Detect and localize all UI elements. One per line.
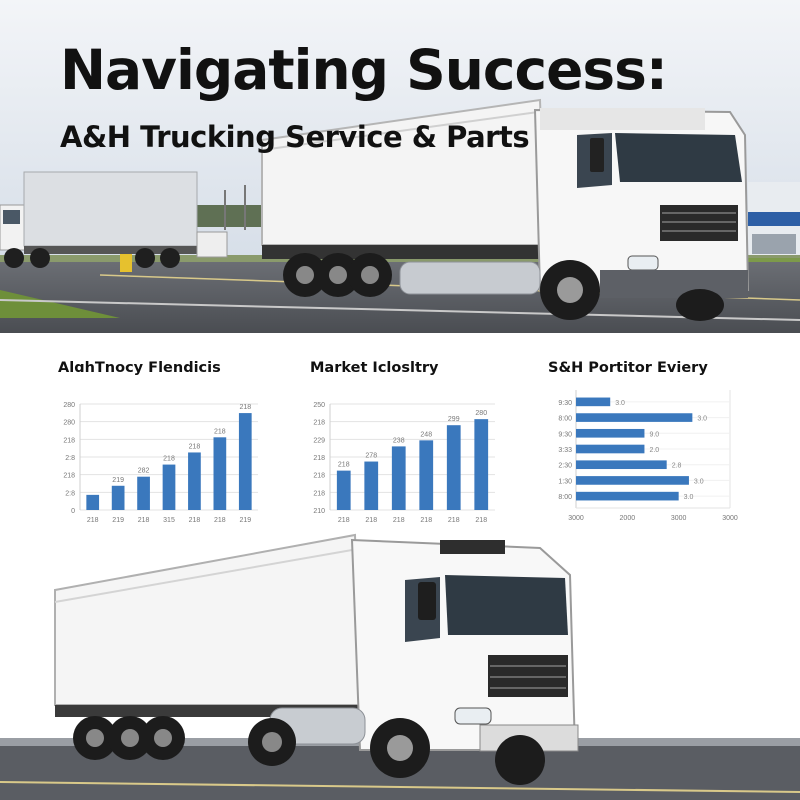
data-label: 248 xyxy=(420,431,432,438)
bar xyxy=(446,425,461,510)
y-tick-label: 218 xyxy=(313,455,325,462)
x-tick-label: 218 xyxy=(87,517,99,524)
data-label: 219 xyxy=(112,477,124,484)
bar xyxy=(419,440,434,510)
y-tick-label: 2:8 xyxy=(65,455,75,462)
x-tick-label: 3000 xyxy=(568,515,584,522)
bar xyxy=(238,413,252,510)
bar xyxy=(576,413,693,422)
bar xyxy=(86,494,100,510)
data-label: 2.0 xyxy=(649,447,659,454)
x-tick-label: 219 xyxy=(112,517,124,524)
data-label: 278 xyxy=(365,453,377,460)
background-truck xyxy=(0,171,228,272)
bar xyxy=(391,446,406,510)
y-tick-label: 218 xyxy=(63,473,75,480)
main-truck-bottom xyxy=(54,533,579,785)
chart-title: S&H Portitor Eviery xyxy=(548,360,708,376)
data-label: 3.0 xyxy=(694,478,704,485)
y-tick-label: 218 xyxy=(313,473,325,480)
horizontal-bar-chart: 9:30 3.0 8:00 3.0 9:30 9.0 3:33 2.0 2:30 2.8 1:30 3… xyxy=(558,390,738,522)
chart-title: Market Iclosltry xyxy=(310,360,439,376)
data-label: 3.0 xyxy=(615,400,625,407)
y-tick-label: 218 xyxy=(63,437,75,444)
y-tick-label: 218 xyxy=(313,490,325,497)
bar-chart: 210 218 218 218 229 218 250 218 218 278 218 238 218 2… xyxy=(313,402,495,524)
bar xyxy=(162,464,176,510)
x-tick-label: 218 xyxy=(420,517,432,524)
x-tick-label: 315 xyxy=(163,517,175,524)
bar xyxy=(576,491,679,501)
chart-portfolio: S&H Portitor Eviery 9:30 3.0 8:00 3.0 9:30 9.… xyxy=(548,360,738,522)
y-tick-label: 250 xyxy=(313,402,325,409)
y-tick-label: 1:30 xyxy=(558,478,572,485)
y-tick-label: 8:00 xyxy=(558,494,572,501)
data-label: 3.0 xyxy=(697,416,707,423)
data-label: 218 xyxy=(338,462,350,469)
y-tick-label: 3:33 xyxy=(558,447,572,454)
x-tick-label: 3000 xyxy=(671,515,687,522)
bar xyxy=(474,419,489,510)
chart-title: AlɑhTnocy Flendicis xyxy=(58,360,221,376)
y-tick-label: 229 xyxy=(313,437,325,444)
bar xyxy=(188,452,201,510)
data-label: 218 xyxy=(163,456,175,463)
y-tick-label: 9:30 xyxy=(558,400,572,407)
y-tick-label: 2:8 xyxy=(65,490,75,497)
y-tick-label: 9:30 xyxy=(558,431,572,438)
y-tick-label: 280 xyxy=(63,402,75,409)
data-label: 218 xyxy=(239,404,251,411)
data-label: 2.8 xyxy=(672,463,682,470)
bar xyxy=(111,485,125,510)
headline: Navigating Success: xyxy=(60,38,668,102)
bar xyxy=(137,476,150,510)
x-tick-label: 2000 xyxy=(620,515,636,522)
data-label: 9.0 xyxy=(649,431,659,438)
subheadline: A&H Trucking Service & Parts xyxy=(60,120,530,154)
y-tick-label: 8:00 xyxy=(558,416,572,423)
bar xyxy=(576,428,645,438)
x-tick-label: 218 xyxy=(365,517,377,524)
x-tick-label: 218 xyxy=(138,517,150,524)
data-label: 218 xyxy=(214,428,226,435)
data-label: 282 xyxy=(138,468,150,475)
y-tick-label: 218 xyxy=(313,420,325,427)
main-truck-top xyxy=(261,98,750,321)
x-tick-label: 218 xyxy=(338,517,350,524)
x-tick-label: 3000 xyxy=(722,515,738,522)
bar xyxy=(364,461,379,510)
data-label: 299 xyxy=(448,416,460,423)
y-tick-label: 2:30 xyxy=(558,463,572,470)
bar xyxy=(576,460,667,470)
bar xyxy=(576,397,611,407)
x-tick-label: 218 xyxy=(393,517,405,524)
chart-fleet: AlɑhTnocy Flendicis 0 2:8 218 2:8 218 280 280 2… xyxy=(58,360,258,524)
bar xyxy=(336,470,351,510)
truck-bottom-photo xyxy=(0,533,800,800)
depot-building xyxy=(748,182,800,258)
y-tick-label: 280 xyxy=(63,420,75,427)
bar xyxy=(576,444,645,454)
data-label: 3.0 xyxy=(684,494,694,501)
x-tick-label: 219 xyxy=(239,517,251,524)
data-label: 218 xyxy=(189,443,201,450)
bar-chart: 0 2:8 218 2:8 218 280 280 218 219 219 282 218 218 315… xyxy=(63,402,258,524)
data-label: 280 xyxy=(475,410,487,417)
bar xyxy=(576,476,689,485)
y-tick-label: 210 xyxy=(313,508,325,515)
hero-photo: Navigating Success: A&H Trucking Service… xyxy=(0,0,800,333)
y-tick-label: 0 xyxy=(71,508,75,515)
x-tick-label: 218 xyxy=(189,517,201,524)
x-tick-label: 218 xyxy=(448,517,460,524)
bar xyxy=(213,437,227,510)
x-tick-label: 218 xyxy=(214,517,226,524)
x-tick-label: 218 xyxy=(475,517,487,524)
data-label: 238 xyxy=(393,437,405,444)
